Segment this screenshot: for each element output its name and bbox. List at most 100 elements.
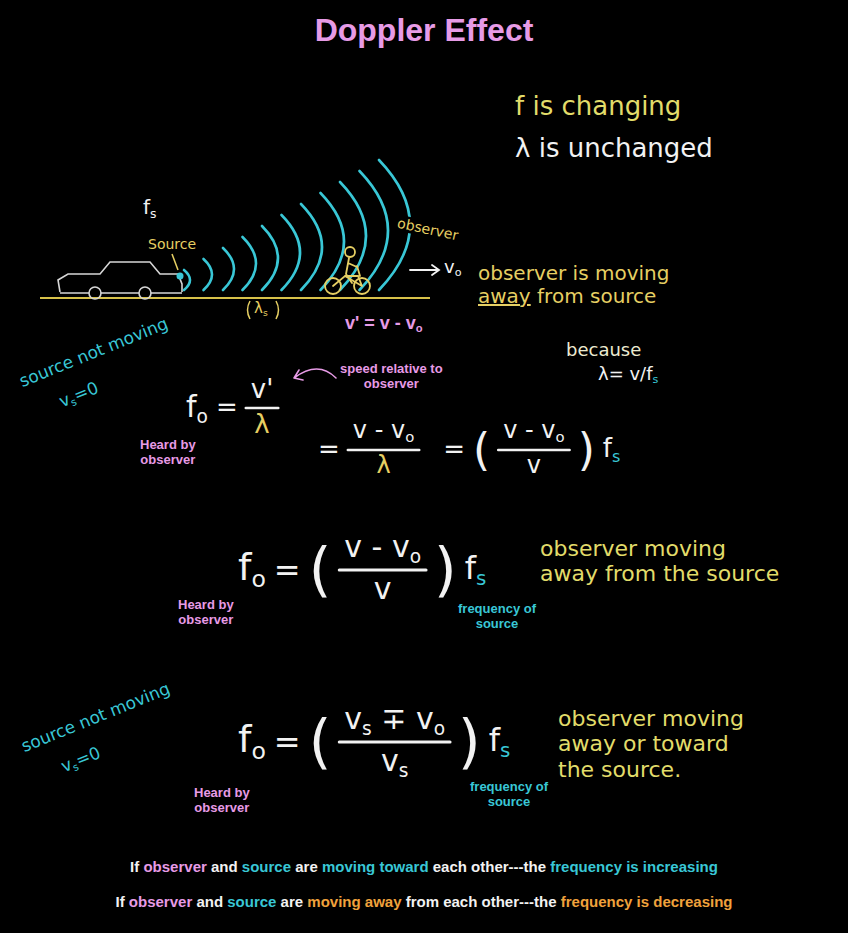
text-run: observer is moving — [478, 261, 669, 285]
text-run: ( — [473, 424, 490, 475]
fraction-bar — [246, 407, 279, 410]
text-run: away — [365, 893, 402, 910]
equation-term: = — [318, 435, 340, 465]
text-run: o — [197, 405, 208, 426]
text-run — [632, 893, 636, 910]
text-run: v — [527, 451, 541, 479]
text-run: = — [216, 392, 238, 422]
annotation: Heard by observer — [140, 438, 196, 468]
text-run: s — [399, 760, 409, 781]
text-run: speed relative to — [340, 361, 443, 376]
text-run: s — [362, 718, 372, 739]
equation-term: v' — [251, 375, 274, 405]
note: observer moving away from the source — [540, 536, 779, 587]
text-run: source — [476, 616, 519, 631]
note: f is changing — [515, 92, 681, 122]
equation-term: ) — [458, 709, 481, 776]
text-run: v - v — [503, 416, 555, 444]
text-run: s — [653, 373, 659, 386]
text-run: s — [612, 447, 620, 466]
text-run: moving — [322, 858, 375, 875]
text-run: frequency of — [470, 779, 548, 794]
annotation: Heard by observer — [194, 786, 250, 816]
equation-term: ( — [309, 709, 332, 776]
text-run: frequency — [550, 858, 622, 875]
text-run: and — [192, 893, 227, 910]
wave-front — [321, 193, 345, 290]
text-run — [361, 893, 365, 910]
text-run: frequency of — [458, 601, 536, 616]
pointer-arrow — [294, 369, 336, 380]
text-run: v — [444, 256, 455, 277]
equation: v' = v - vo — [345, 313, 423, 335]
text-run: ) — [434, 536, 457, 604]
annotation: Heard by observer — [178, 598, 234, 628]
bracket — [248, 301, 251, 319]
note: observer is moving away from source — [478, 262, 669, 308]
equation-term: = — [274, 724, 301, 761]
text-run: f is changing — [515, 91, 681, 121]
equation-term: = — [216, 393, 238, 423]
annotation: frequency of source — [458, 602, 536, 632]
rider-body — [346, 258, 357, 283]
equation-term: v — [374, 572, 392, 607]
text-run: increasing — [643, 858, 718, 875]
wavelength-bracket — [248, 301, 279, 319]
source-dot — [177, 273, 184, 280]
summary-line: If observer and source are moving away f… — [0, 893, 848, 910]
fraction-bar — [348, 449, 419, 452]
car-wheel — [89, 287, 101, 299]
equation-term: v - vo — [344, 530, 421, 567]
text-run: ) — [578, 424, 595, 475]
text-run: o — [416, 322, 423, 334]
text-run: If — [130, 858, 143, 875]
text-run: λ is unchanged — [515, 133, 713, 163]
rider-head — [345, 247, 355, 257]
text-run: moving — [307, 893, 360, 910]
wave-front — [184, 270, 190, 290]
text-run: and — [207, 858, 242, 875]
wave-front — [243, 237, 257, 290]
equation-term: = — [443, 435, 465, 465]
text-run: v - v — [344, 529, 409, 564]
text-run: from source — [531, 284, 657, 308]
fraction-bar — [498, 449, 569, 452]
diagram-title: Doppler Effect — [0, 12, 848, 49]
wave-front — [360, 171, 389, 290]
text-run: v - v — [353, 416, 405, 444]
text-run: o — [455, 266, 462, 279]
text-run: observer — [143, 858, 206, 875]
text-run: f — [489, 721, 500, 759]
note: vs=0 — [56, 378, 101, 412]
text-run: o — [251, 565, 265, 593]
text-run: λ — [254, 299, 263, 317]
text-run: Heard by — [178, 597, 234, 612]
text-run: observer — [178, 612, 233, 627]
summary-line: If observer and source are moving toward… — [0, 858, 848, 875]
text-run: decreasing — [653, 893, 732, 910]
text-run: frequency — [561, 893, 633, 910]
note: because — [566, 340, 641, 361]
text-run: Heard by — [140, 437, 196, 452]
equation-term: λ — [254, 410, 269, 440]
text-run: λ= v/f — [598, 363, 653, 384]
text-run: observer — [194, 800, 249, 815]
bracket — [276, 301, 279, 319]
text-run: away from the source — [540, 561, 779, 586]
symbol-label: fs — [143, 196, 157, 221]
note: observer moving away or toward the sourc… — [558, 706, 744, 782]
text-run: Heard by — [194, 785, 250, 800]
text-run: o — [405, 429, 414, 447]
text-run: ∓ v — [372, 701, 434, 736]
equation-term: fo — [238, 546, 266, 593]
wave-front — [282, 215, 301, 290]
wave-front — [262, 226, 278, 290]
text-run: v' — [251, 374, 274, 404]
wave-front — [223, 248, 234, 290]
part-label: Source — [148, 236, 196, 252]
text-run: are — [291, 858, 322, 875]
text-run: s — [476, 567, 486, 590]
text-run: ) — [458, 708, 481, 776]
pointer-arrow — [294, 369, 336, 380]
